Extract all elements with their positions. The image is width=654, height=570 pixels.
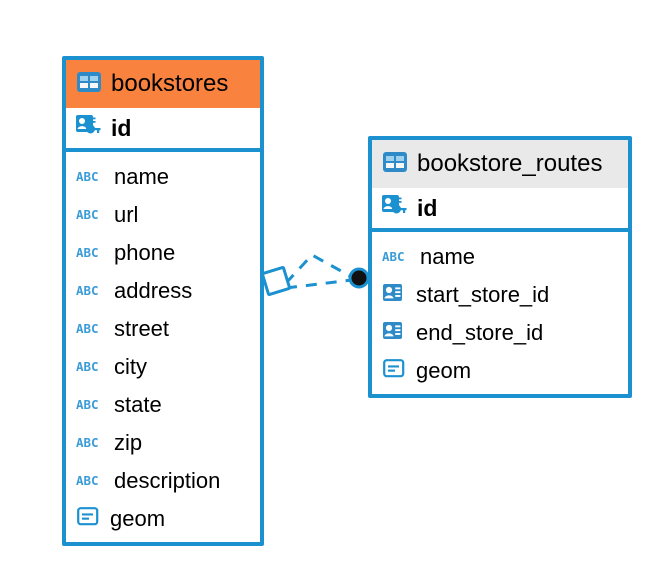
field-label: phone [114, 240, 176, 265]
abc-text-icon: ABC [382, 248, 405, 264]
table-icon [382, 151, 408, 178]
abc-text-icon: ABC [76, 358, 99, 374]
primary-key-icon [382, 194, 408, 223]
primary-key-row-bookstores[interactable]: id [66, 108, 260, 152]
primary-key-label: id [111, 114, 132, 141]
foreign-key-icon [382, 320, 408, 347]
field-row[interactable]: end_store_id [372, 314, 628, 352]
field-row[interactable]: geom [372, 352, 628, 390]
geometry-icon [382, 358, 408, 385]
field-list-bookstore-routes: ABC name start_store_id [372, 232, 628, 396]
field-row[interactable]: geom [66, 500, 260, 538]
field-label: name [420, 244, 476, 269]
abc-text-icon: ABC [76, 206, 99, 222]
foreign-key-icon [382, 282, 408, 309]
field-row[interactable]: ABC phone [66, 234, 260, 272]
primary-key-label: id [417, 194, 438, 221]
abc-text-icon: ABC [76, 396, 99, 412]
geometry-icon [76, 506, 102, 533]
field-label: geom [110, 506, 166, 531]
abc-text-icon: ABC [76, 168, 99, 184]
field-row[interactable]: ABC name [372, 238, 628, 276]
abc-text-icon: ABC [76, 434, 99, 450]
field-row[interactable]: ABC street [66, 310, 260, 348]
field-label: start_store_id [416, 282, 550, 307]
field-row[interactable]: ABC address [66, 272, 260, 310]
field-row[interactable]: ABC name [66, 158, 260, 196]
field-label: city [114, 354, 147, 379]
primary-key-icon [76, 114, 102, 143]
entity-title: bookstore_routes [417, 150, 603, 177]
field-label: description [114, 468, 221, 493]
abc-text-icon: ABC [76, 282, 99, 298]
entity-header-bookstores[interactable]: bookstores [66, 60, 260, 108]
entity-bookstore-routes[interactable]: bookstore_routes id ABC name [368, 136, 632, 398]
field-row[interactable]: ABC url [66, 196, 260, 234]
abc-text-icon: ABC [76, 320, 99, 336]
entity-header-bookstore-routes[interactable]: bookstore_routes [372, 140, 628, 188]
field-row[interactable]: ABC city [66, 348, 260, 386]
field-row[interactable]: ABC zip [66, 424, 260, 462]
abc-text-icon: ABC [76, 244, 99, 260]
table-icon [76, 71, 102, 98]
field-label: name [114, 164, 170, 189]
field-label: end_store_id [416, 320, 544, 345]
field-label: zip [114, 430, 143, 455]
field-label: state [114, 392, 162, 417]
field-label: url [114, 202, 139, 227]
field-row[interactable]: ABC state [66, 386, 260, 424]
entity-title: bookstores [111, 70, 229, 97]
field-row[interactable]: ABC description [66, 462, 260, 500]
relationship-source-marker [261, 266, 291, 296]
relationship-target-marker [348, 267, 370, 289]
field-label: address [114, 278, 193, 303]
abc-text-icon: ABC [76, 472, 99, 488]
field-row[interactable]: start_store_id [372, 276, 628, 314]
field-list-bookstores: ABC name ABC url ABC phone ABC address A… [66, 152, 260, 544]
entity-bookstores[interactable]: bookstores id ABC name [62, 56, 264, 546]
field-label: street [114, 316, 170, 341]
relationship-line-lower [285, 278, 353, 290]
field-label: geom [416, 358, 472, 383]
primary-key-row-bookstore-routes[interactable]: id [372, 188, 628, 232]
relationship-line-upper [284, 253, 353, 285]
